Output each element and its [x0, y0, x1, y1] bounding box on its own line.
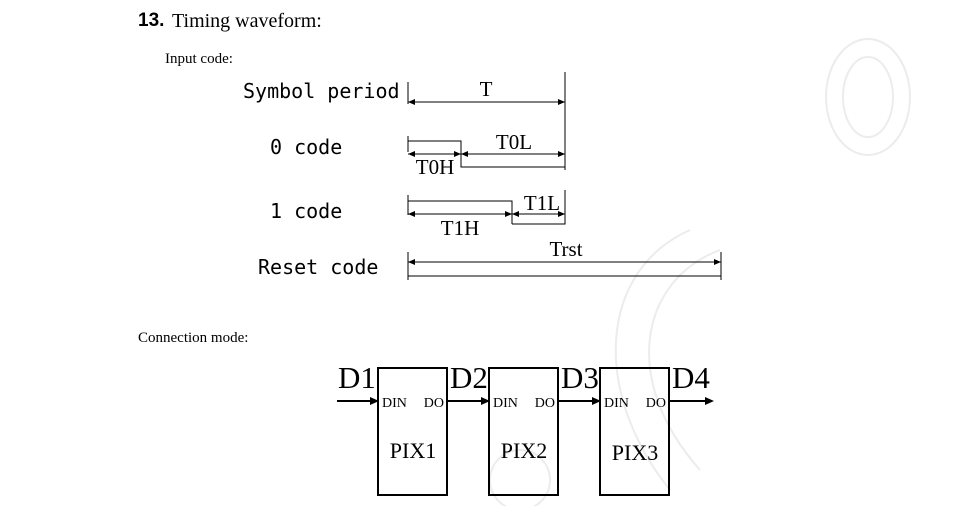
timing-row-label-symbol-period: Symbol period — [243, 79, 400, 103]
label-t0l: T0L — [496, 130, 532, 154]
pix2-din-label: DIN — [493, 396, 518, 411]
t1l-low-level — [512, 190, 566, 225]
pix1-box — [377, 367, 448, 496]
arrowhead — [408, 151, 415, 157]
section-title: Timing waveform: — [172, 10, 322, 32]
t1h-high-level — [408, 200, 513, 224]
label-t1h: T1H — [441, 216, 480, 240]
pix3-din-label: DIN — [604, 396, 629, 411]
timing-row-label-0-code: 0 code — [270, 135, 343, 159]
node-d4: D4 — [672, 360, 710, 395]
node-d1: D1 — [338, 360, 376, 395]
label-trst: Trst — [549, 237, 582, 261]
connection-mode-label: Connection mode: — [138, 330, 249, 346]
section-number: 13. — [138, 10, 165, 31]
arrowhead — [454, 151, 461, 157]
pix3-label: PIX3 — [612, 440, 658, 465]
timing-row-label-reset-code: Reset code — [258, 255, 379, 279]
label-t1l: T1L — [524, 191, 560, 215]
arrowhead — [558, 99, 565, 105]
input-code-label: Input code: — [165, 51, 233, 67]
arrowhead — [714, 259, 721, 265]
arrowhead — [370, 397, 379, 405]
arrowhead — [592, 397, 601, 405]
pix1-label: PIX1 — [390, 438, 436, 463]
pix3-do-label: DO — [646, 396, 666, 411]
arrowhead — [558, 151, 565, 157]
pix2-box — [488, 367, 559, 496]
pix2-do-label: DO — [535, 396, 555, 411]
node-d3: D3 — [561, 360, 599, 395]
t0l-low-level — [460, 157, 565, 168]
arrowhead — [705, 397, 714, 405]
label-t: T — [480, 77, 493, 101]
pix2-label: PIX2 — [501, 438, 547, 463]
arrowhead — [505, 211, 512, 217]
arrowhead — [461, 151, 468, 157]
timing-row-label-1-code: 1 code — [270, 199, 343, 223]
pix3-box — [599, 367, 670, 496]
arrowhead — [558, 211, 565, 217]
arrowhead — [408, 259, 415, 265]
arrowhead — [512, 211, 519, 217]
pix1-din-label: DIN — [382, 396, 407, 411]
pix1-do-label: DO — [424, 396, 444, 411]
arrowhead — [481, 397, 490, 405]
arrowhead — [408, 211, 415, 217]
node-d2: D2 — [450, 360, 488, 395]
t0h-high-level — [408, 140, 462, 157]
arrowhead — [408, 99, 415, 105]
label-t0h: T0H — [416, 155, 455, 179]
